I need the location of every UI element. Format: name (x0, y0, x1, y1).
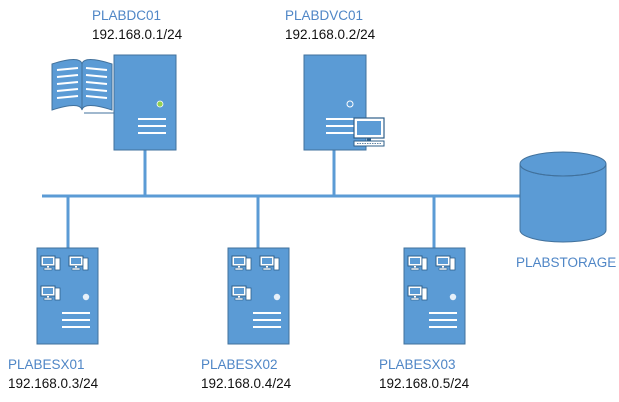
server-icon (113, 54, 177, 151)
node-ip-plabesx02: 192.168.0.4/24 (201, 376, 292, 391)
monitor-icon (353, 117, 385, 147)
node-ip-plabdc01: 192.168.0.1/24 (92, 27, 183, 42)
node-name-plabstorage: PLABSTORAGE (516, 255, 617, 270)
book-icon (51, 59, 114, 114)
node-name-plabesx01: PLABESX01 (8, 357, 85, 372)
esx-server-2 (227, 247, 290, 345)
storage-cylinder-icon (519, 151, 607, 243)
node-ip-plabesx01: 192.168.0.3/24 (8, 376, 99, 391)
node-name-plabesx02: PLABESX02 (201, 357, 278, 372)
node-name-plabdc01: PLABDC01 (92, 8, 162, 23)
node-name-plabdvc01: PLABDVC01 (285, 8, 364, 23)
node-name-plabesx03: PLABESX03 (379, 357, 456, 372)
esx-server-1 (36, 247, 99, 345)
node-ip-plabesx03: 192.168.0.5/24 (379, 376, 470, 391)
node-ip-plabdvc01: 192.168.0.2/24 (285, 27, 376, 42)
network-bus (42, 150, 521, 248)
esx-server-3 (403, 247, 466, 345)
